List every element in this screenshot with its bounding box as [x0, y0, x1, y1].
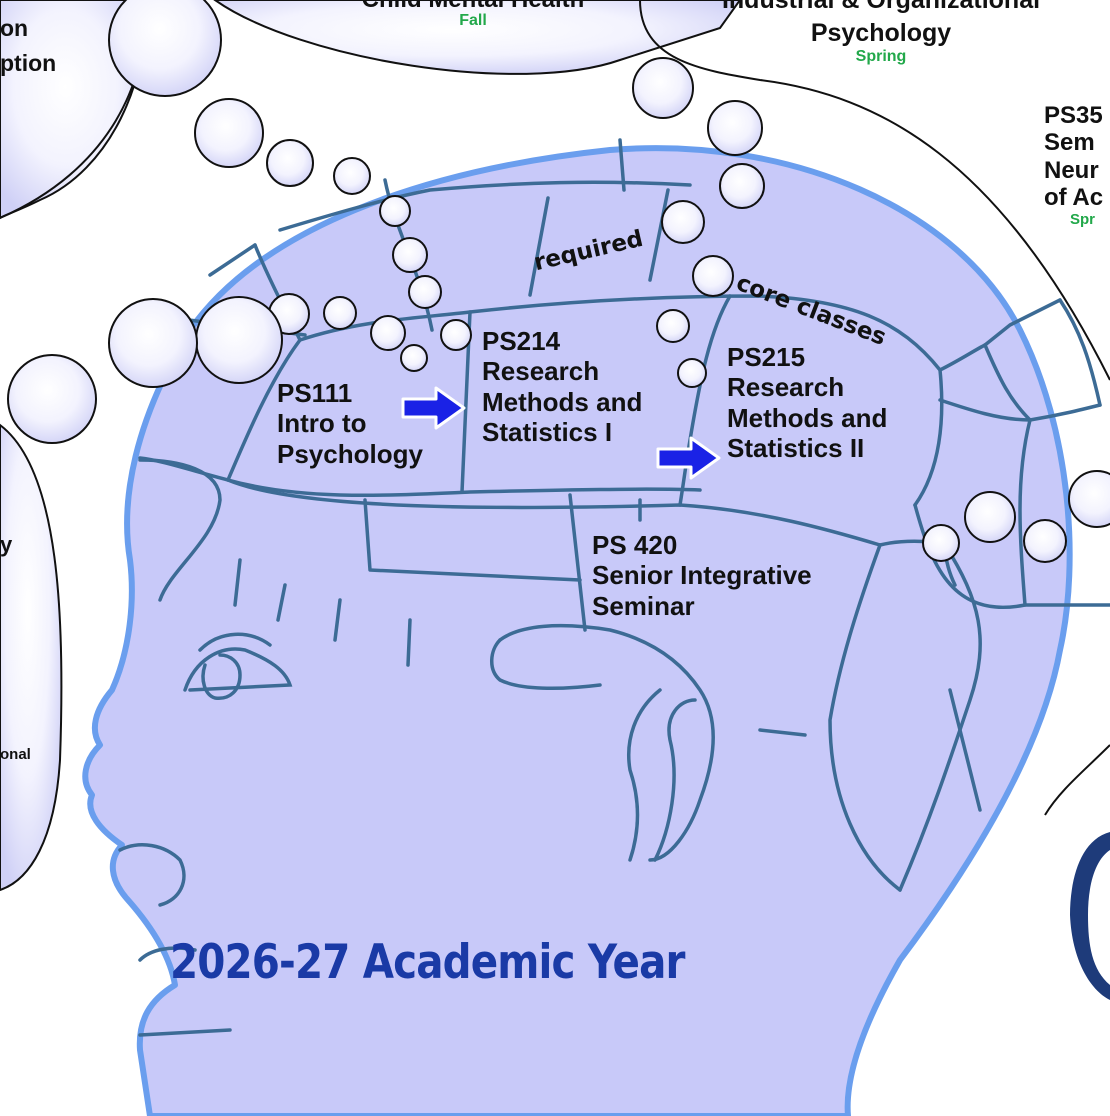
course-title-line: Research [482, 356, 600, 387]
bubble-course-line: onal [0, 745, 31, 763]
course-title-line: Methods and [727, 402, 888, 433]
semester-label: Spring [855, 47, 907, 65]
course-code: PS111 [277, 378, 353, 408]
course-ps214: PS214 Research Methods and Statistics I [482, 326, 642, 448]
bubble-course-line: ption [0, 49, 57, 76]
course-title-line: Research [727, 372, 845, 403]
bubble-course-title: Psychology [810, 19, 952, 48]
ear [490, 623, 807, 862]
course-title-line: Methods and [482, 386, 643, 417]
academic-year-title: 2026-27 Academic Year [170, 935, 685, 990]
bubble-left-text: y onal [0, 532, 31, 763]
course-code: PS215 [727, 342, 806, 372]
thought-bubble-top-center [213, 0, 742, 75]
head-silhouette [82, 145, 1073, 1116]
course-ps420: PS 420 Senior Integrative Seminar [592, 530, 812, 621]
arrow-ps214-to-ps215 [656, 436, 721, 480]
bubble-course-line: PS35 [1044, 102, 1103, 129]
course-code: PS214 [482, 326, 561, 356]
thought-bubble-right-outline [639, 0, 1110, 381]
bubble-course-line: Neur [1044, 156, 1099, 184]
small-thought-bubbles [7, 0, 1110, 563]
bubble-ps35-seminar: PS35 Sem Neur of Ac Spr [1044, 102, 1103, 229]
arrow-right-icon [401, 386, 466, 430]
arrow-ps111-to-ps214 [401, 386, 466, 430]
logo-fragment [1070, 832, 1110, 1000]
face-features [118, 632, 293, 1037]
bubble-course-line: on [0, 15, 29, 41]
bubble-child-mental-health: Child Mental Health Fall [328, 0, 618, 31]
course-title-line: Statistics II [727, 433, 865, 464]
semester-label: Fall [459, 12, 487, 30]
thought-bubble-left [0, 423, 63, 892]
course-title-line: Psychology [277, 438, 423, 469]
course-title-line: Senior Integrative [592, 560, 812, 591]
bubble-top-left-text: on ption [0, 11, 56, 80]
bubble-course-title: Child Mental Health [328, 0, 618, 14]
course-code: PS 420 [592, 530, 678, 560]
arrow-right-icon [656, 436, 721, 480]
bubble-course-title: Industrial & Organizational [721, 0, 1041, 14]
course-ps215: PS215 Research Methods and Statistics II [727, 342, 887, 464]
thought-bubble-right-lower [1044, 744, 1110, 816]
bubble-course-line: of Ac [1044, 184, 1104, 212]
head-region-lines [138, 138, 1110, 892]
bubble-course-line: y [0, 532, 13, 557]
course-title-line: Intro to [277, 408, 367, 439]
course-title-line: Seminar [592, 590, 695, 621]
semester-label: Spr [1070, 211, 1096, 229]
course-ps111: PS111 Intro to Psychology [277, 378, 423, 469]
bubble-course-line: Sem [1044, 129, 1095, 157]
course-title-line: Statistics I [482, 417, 613, 448]
bubble-industrial-organizational: Industrial & Organizational Psychology S… [670, 0, 1092, 66]
